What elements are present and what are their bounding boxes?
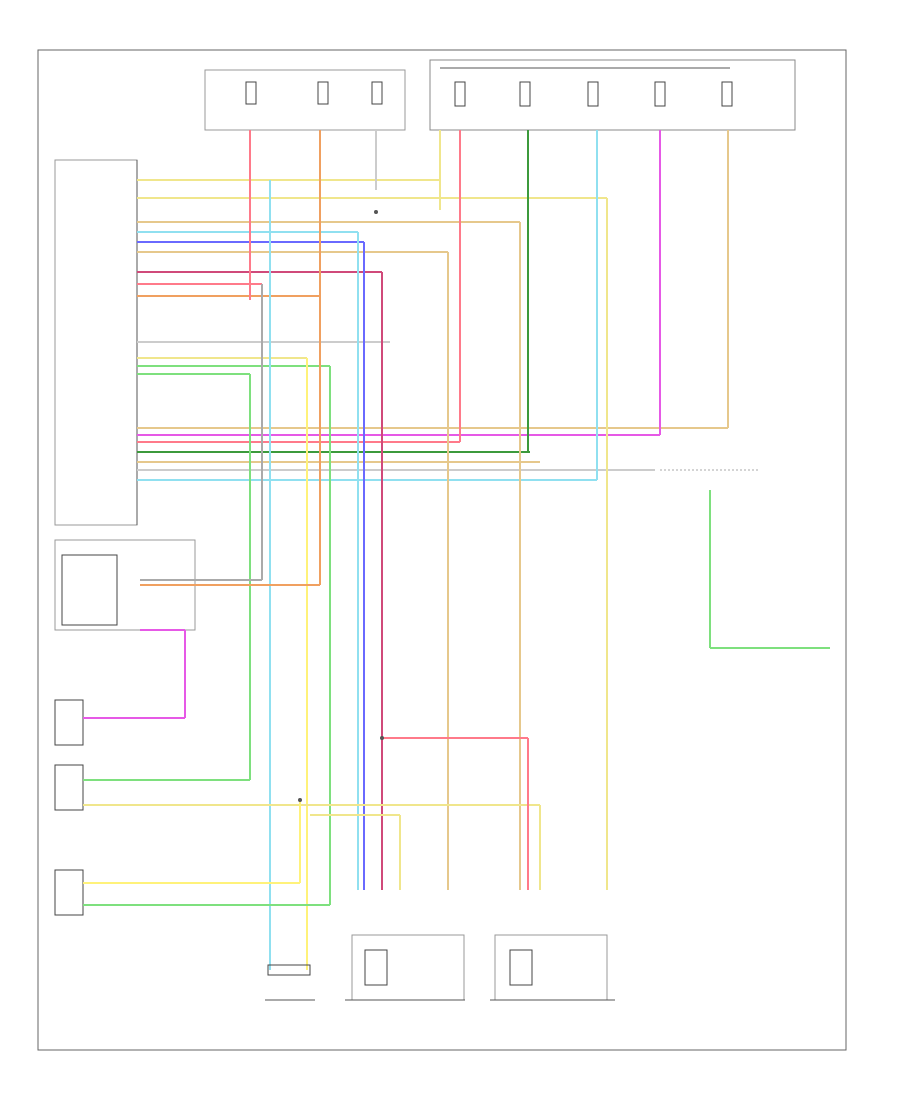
top-fuse-block xyxy=(204,69,406,131)
bottom-sensor-module xyxy=(265,964,315,1001)
left-sensor-3 xyxy=(54,869,84,916)
splice-points xyxy=(298,210,384,802)
diagram-frame xyxy=(37,49,847,1051)
right-ground-wire xyxy=(660,469,830,649)
relay-drops xyxy=(459,130,729,480)
lower-left-wires xyxy=(83,579,541,906)
top-relay-block xyxy=(429,59,796,131)
control-module-connector xyxy=(54,159,138,526)
bottom-actuator-left xyxy=(345,934,465,1001)
left-sensor-1 xyxy=(54,699,84,746)
fuse-drops xyxy=(249,130,608,970)
left-sensor-2 xyxy=(54,764,84,811)
connector-wires xyxy=(137,179,728,481)
bottom-actuator-right xyxy=(490,934,615,1001)
